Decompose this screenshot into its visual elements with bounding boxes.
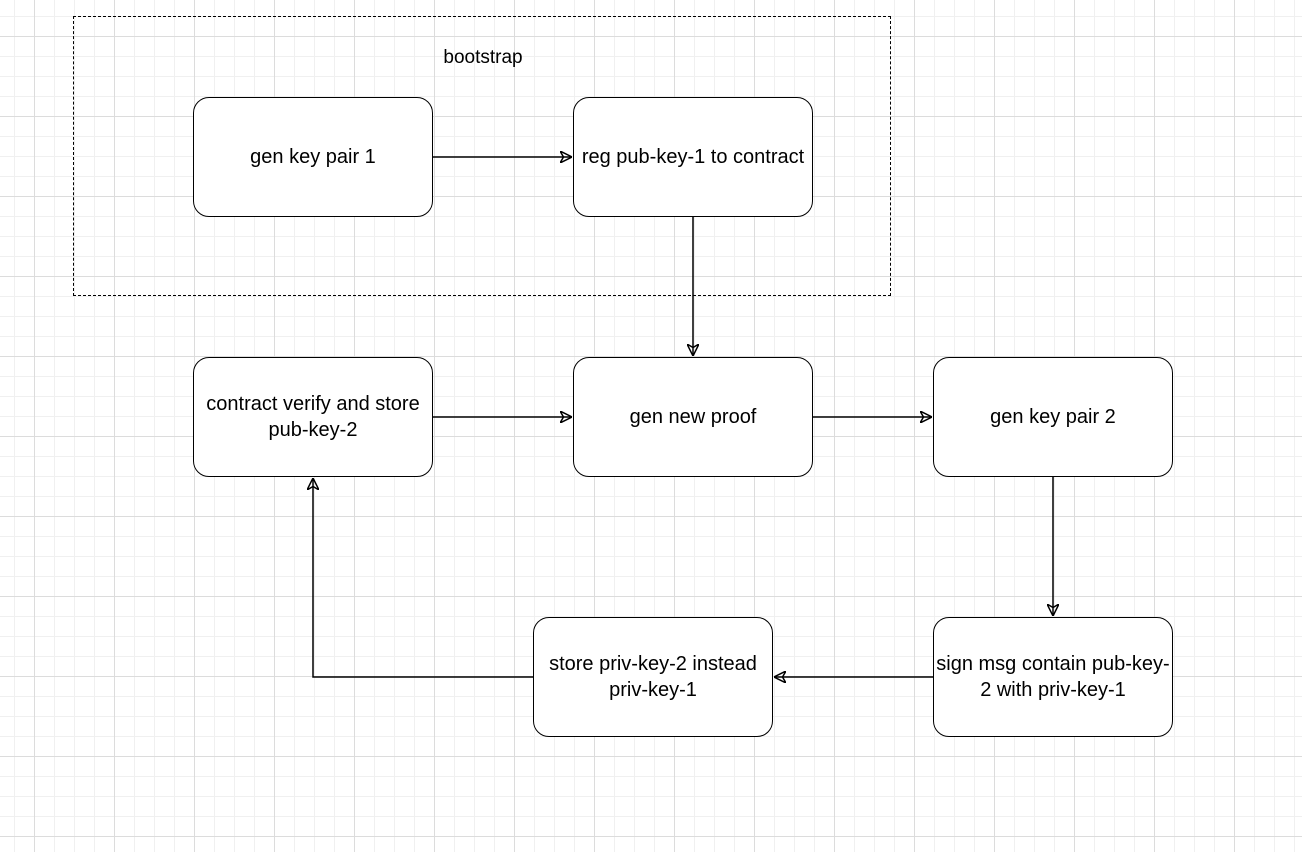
- node-store-priv-key-2-label: store priv-key-2 instead priv-key-1: [549, 653, 757, 701]
- node-gen-key-pair-1-label: gen key pair 1: [250, 146, 376, 168]
- node-gen-new-proof-label: gen new proof: [629, 406, 757, 428]
- edge-store-to-verify: [313, 479, 533, 678]
- node-contract-verify-label: contract verify and store pub-key-2: [206, 393, 420, 441]
- node-reg-pub-key-1-label: reg pub-key-1 to contract: [581, 146, 805, 168]
- node-gen-key-pair-1[interactable]: gen key pair 1: [193, 97, 433, 217]
- node-sign-msg-label: sign msg contain pub-key-2 with priv-key…: [936, 653, 1170, 701]
- bootstrap-group-label: bootstrap: [443, 47, 523, 68]
- node-store-priv-key-2[interactable]: store priv-key-2 instead priv-key-1: [533, 617, 773, 737]
- node-sign-msg[interactable]: sign msg contain pub-key-2 with priv-key…: [933, 617, 1173, 737]
- bootstrap-group: bootstrap: [73, 16, 891, 296]
- node-gen-key-pair-2-label: gen key pair 2: [990, 406, 1116, 428]
- node-gen-new-proof[interactable]: gen new proof: [573, 357, 813, 477]
- node-gen-key-pair-2[interactable]: gen key pair 2: [933, 357, 1173, 477]
- node-reg-pub-key-1[interactable]: reg pub-key-1 to contract: [573, 97, 813, 217]
- node-contract-verify[interactable]: contract verify and store pub-key-2: [193, 357, 433, 477]
